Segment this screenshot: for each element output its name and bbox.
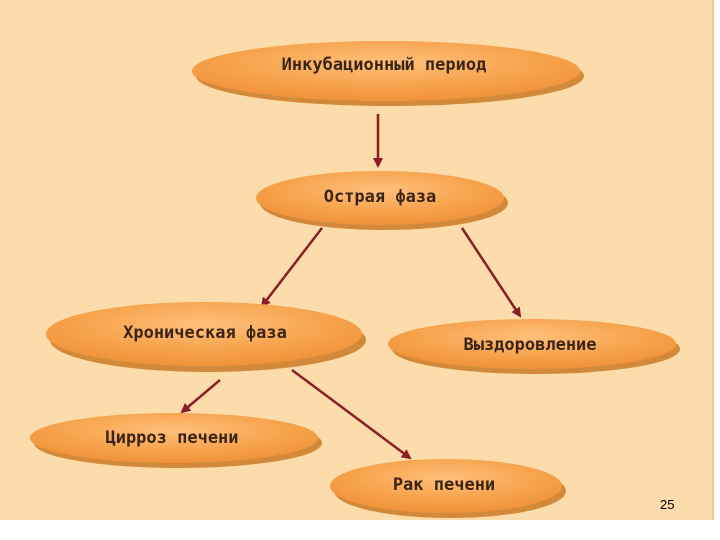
node-cancer-label: Рак печени (393, 475, 495, 495)
arrows (180, 114, 522, 460)
arrow-chronic-to-cancer (291, 368, 412, 460)
node-cancer: Рак печени (330, 459, 566, 518)
arrow-acute-to-recovery (460, 227, 522, 318)
page-number: 25 (660, 497, 675, 512)
node-chronic: Хроническая фаза (46, 302, 366, 372)
node-chronic-label: Хроническая фаза (123, 323, 287, 343)
arrow-acute-to-chronic (260, 227, 323, 308)
node-recovery-label: Выздоровление (463, 335, 596, 355)
node-acute: Острая фаза (256, 171, 508, 230)
node-incubation-label: Инкубационный период (282, 55, 487, 75)
arrow-chronic-to-cirrhosis (180, 379, 221, 414)
node-cirrhosis: Цирроз печени (30, 413, 322, 468)
node-acute-label: Острая фаза (324, 187, 437, 207)
node-cirrhosis-label: Цирроз печени (105, 428, 238, 448)
node-incubation: Инкубационный период (192, 41, 584, 106)
node-recovery: Выздоровление (388, 319, 680, 374)
